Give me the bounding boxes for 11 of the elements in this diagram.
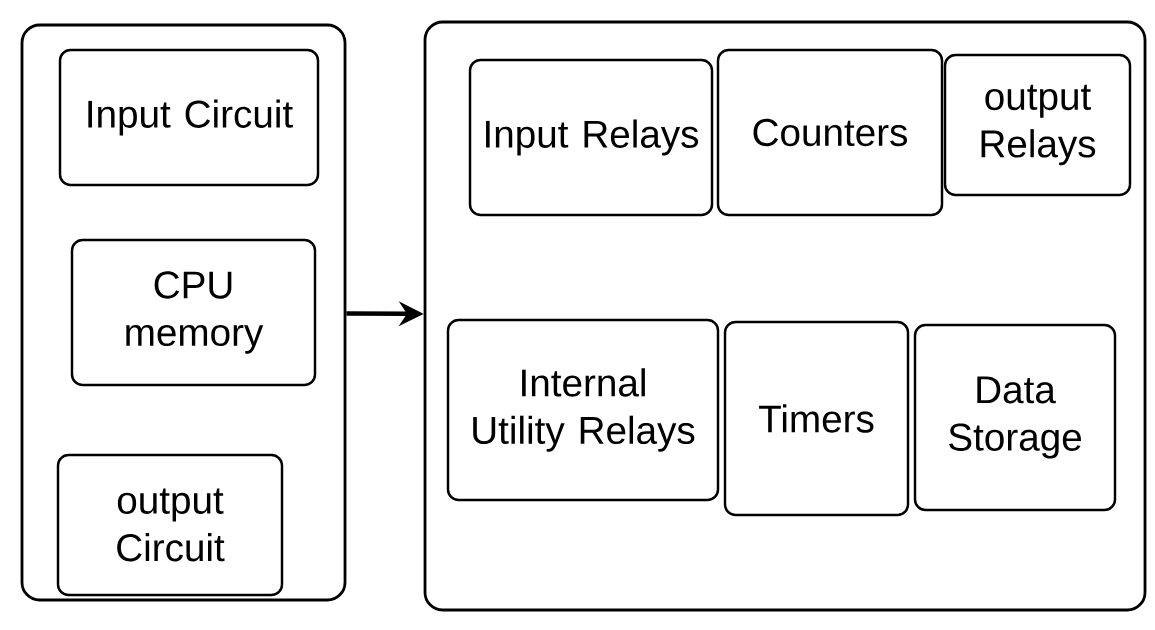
container-box xyxy=(423,20,1147,612)
text-box: output Circuit xyxy=(56,453,284,597)
container-box xyxy=(20,23,347,602)
text-box: Timers xyxy=(723,320,910,517)
text-box: Internal Utility Relays xyxy=(446,318,720,502)
text-box: output Relays xyxy=(943,53,1132,197)
text-box: Data Storage xyxy=(913,323,1117,512)
text-box: Counters xyxy=(716,48,944,217)
text-box: CPU memory xyxy=(70,238,317,387)
text-box: Input Circuit xyxy=(58,48,320,187)
text-box: Input Relays xyxy=(468,58,714,217)
